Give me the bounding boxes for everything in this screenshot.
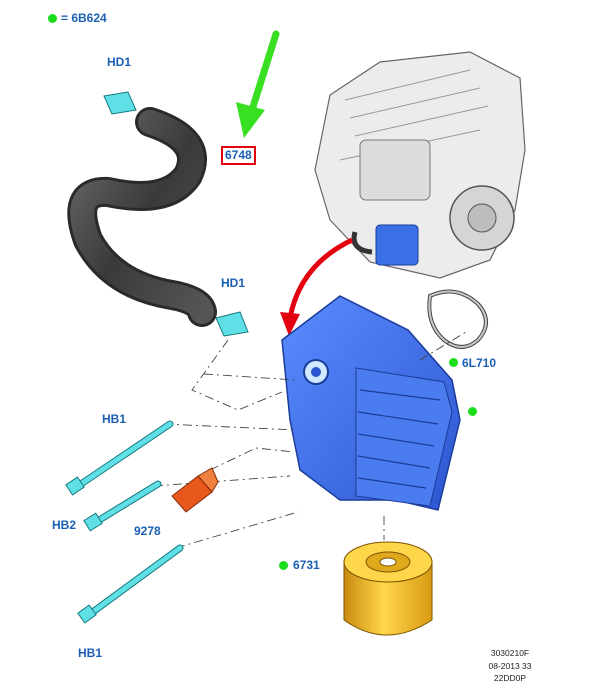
cooler-marker	[468, 407, 477, 416]
label-hose-6748: 6748	[221, 146, 256, 165]
sensor-9278	[171, 467, 219, 513]
engine-illustration	[314, 51, 526, 279]
oil-filter	[343, 541, 433, 636]
bolt-hb1-lower	[77, 544, 184, 624]
label-hb1-upper: HB1	[102, 412, 127, 426]
engine-to-cooler-arrow	[280, 237, 354, 336]
coolant-hose	[67, 107, 217, 327]
assembly-lines	[153, 331, 467, 549]
footer-ref-1: 3030210F	[490, 648, 530, 658]
hose-clamp-top	[103, 91, 137, 115]
bolt-hb1-upper	[65, 420, 174, 496]
bolt-hb2	[83, 480, 162, 532]
gasket-marker	[449, 358, 458, 367]
legend-marker	[48, 14, 57, 23]
pointer-arrow	[236, 30, 280, 138]
hose-clamp-mid	[215, 311, 249, 337]
footer-ref-2: 08-2013 33	[488, 661, 532, 671]
label-sensor-9278: 9278	[134, 524, 161, 538]
label-gasket-6l710: 6L710	[462, 356, 497, 370]
label-hd1-mid: HD1	[221, 276, 246, 290]
oil-cooler-housing	[281, 295, 461, 511]
label-hb1-lower: HB1	[78, 646, 103, 660]
label-filter-6731: 6731	[293, 558, 320, 572]
legend-text: = 6B624	[61, 11, 107, 25]
gasket	[427, 289, 488, 349]
label-hb2: HB2	[52, 518, 77, 532]
filter-marker	[279, 561, 288, 570]
footer-ref-3: 22DD0P	[493, 673, 527, 683]
label-hd1-top: HD1	[107, 55, 132, 69]
